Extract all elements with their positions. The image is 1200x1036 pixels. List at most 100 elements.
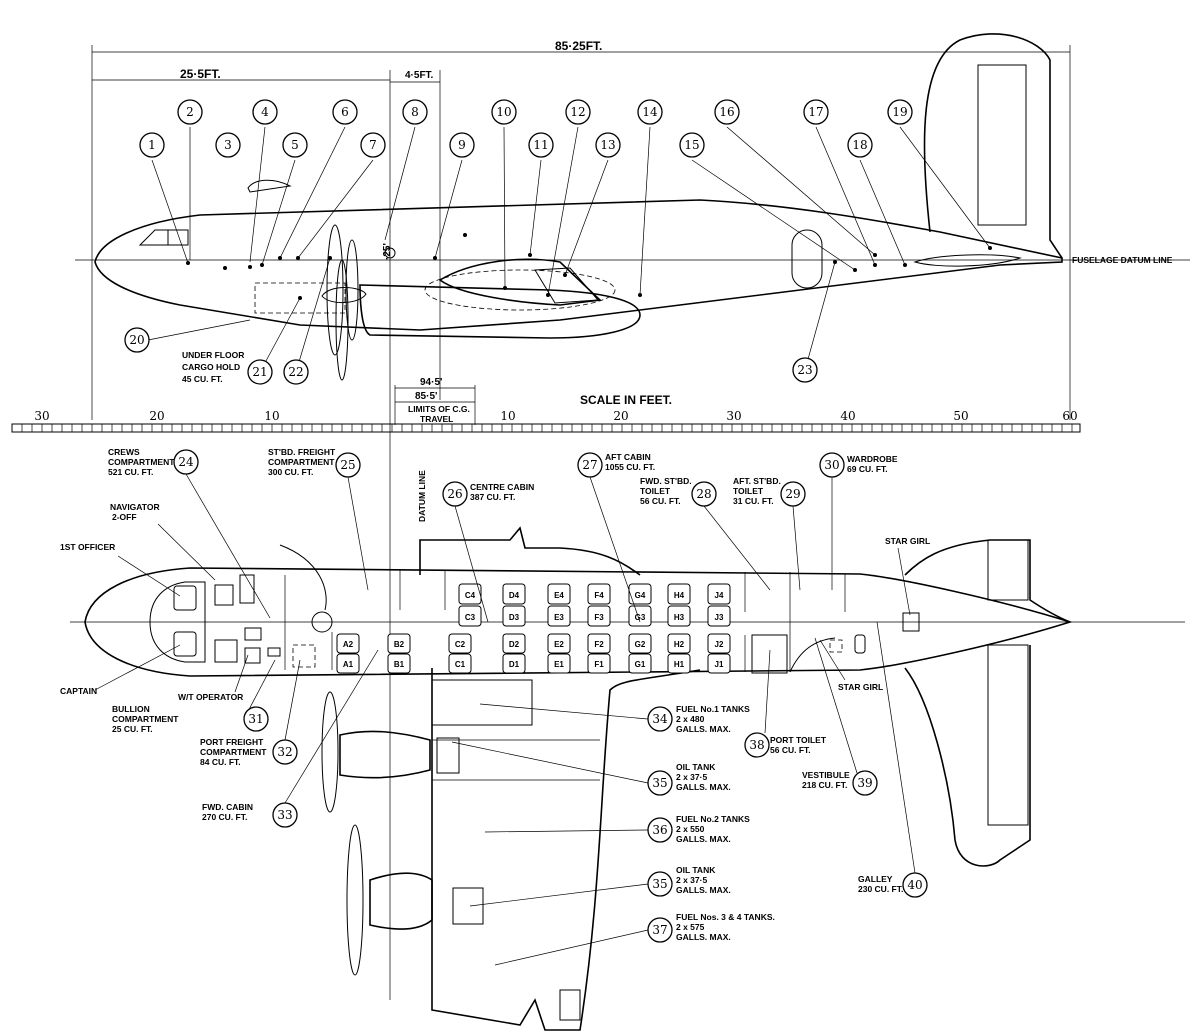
side-callout-20-number: 20 [129,333,144,347]
seat-label: D3 [509,613,520,622]
seat-label: D1 [509,660,520,669]
side-callout-19-number: 19 [892,105,907,119]
callout-number: 30 [824,458,839,472]
star-girl-label-2: STAR GIRL [838,682,883,692]
side-callout-13-number: 13 [600,138,615,152]
seat-label: H1 [674,660,685,669]
callout-number: 35 [652,877,667,891]
seat-a2: A2 [336,633,360,654]
first-officer-label: 1ST OFFICER [60,542,115,552]
seat-g2: G2 [628,633,652,654]
seat-label: F2 [594,640,604,649]
seat-h2: H2 [667,633,691,654]
callout-text-l1: FUEL Nos. 3 & 4 TANKS. [676,912,775,922]
captain-label: CAPTAIN [60,686,97,696]
callout-number: 25 [340,458,355,472]
callout-number: 40 [907,878,922,892]
callout-number: 38 [749,738,764,752]
side-callout-8: 8 [402,99,428,125]
seat-label: A2 [343,640,354,649]
scale-tick-label: 40 [840,409,855,423]
seat-c1: C1 [448,653,472,674]
side-callout-23-number: 23 [797,363,812,377]
seat-a1: A1 [336,653,360,674]
callout-text-l2: 2 x 37·5 [676,875,707,885]
seat-label: J3 [715,613,724,622]
side-callout-8-number: 8 [411,105,419,119]
callout-text-l1: OIL TANK [676,762,716,772]
seat-d4: D4 [502,583,526,605]
seat-label: H4 [674,591,685,600]
side-callout-13: 13 [595,132,621,158]
seat-label: J1 [715,660,724,669]
underfloor-label-1: UNDER FLOOR [182,350,244,360]
side-callout-11: 11 [528,132,554,158]
side-callout-7: 7 [360,132,386,158]
seat-j4: J4 [707,583,731,605]
crew-labels: 1ST OFFICER NAVIGATOR 2-OFF CAPTAIN W/T … [60,502,930,702]
vertical-dimension: ·25' [382,243,393,260]
seat-label: F3 [594,613,604,622]
callout-text-l1: FUEL No.2 TANKS [676,814,750,824]
navigator-label: NAVIGATOR [110,502,160,512]
scale-tick-label: 10 [264,409,279,423]
cg-limits-label: LIMITS OF C.G. [408,404,470,414]
callout-text-l3: 56 CU. FT. [640,496,681,506]
side-callout-4-number: 4 [261,105,269,119]
side-callout-15: 15 [679,132,705,158]
seat-h1: H1 [667,653,691,674]
scale-title: SCALE IN FEET. [580,393,672,407]
callout-text-l2: 218 CU. FT. [802,780,847,790]
callout-number: 28 [696,487,711,501]
callout-text-l3: GALLS. MAX. [676,885,731,895]
seat-c2: C2 [448,633,472,654]
callout-text-l3: 31 CU. FT. [733,496,774,506]
side-callout-23: 23 [792,357,818,383]
callout-text-l1: PORT TOILET [770,735,827,745]
seat-d1: D1 [502,653,526,674]
seat-c4: C4 [458,583,482,605]
seat-b1: B1 [387,653,411,674]
callout-number: 33 [277,808,292,822]
seat-label: J4 [715,591,724,600]
underfloor-label-3: 45 CU. FT. [182,374,223,384]
callout-text-l2: TOILET [640,486,671,496]
side-callout-16-number: 16 [719,105,734,119]
callout-text-l1: OIL TANK [676,865,716,875]
side-callout-5-number: 5 [291,138,299,152]
datum-line-label: DATUM LINE [417,470,427,522]
seat-h3: H3 [667,605,691,627]
side-callout-3: 3 [215,132,241,158]
cg-travel-label: TRAVEL [420,414,453,424]
callout-text-l1: AFT CABIN [605,452,651,462]
star-girl-label-1: STAR GIRL [885,536,930,546]
seat-j1: J1 [707,653,731,674]
callout-text-l2: 1055 CU. FT. [605,462,655,472]
seat-label: B1 [394,660,405,669]
side-callout-17-number: 17 [808,105,823,119]
callout-text-l2: 2 x 550 [676,824,705,834]
callout-text-l2: COMPARTMENT [108,457,175,467]
seat-f4: F4 [587,583,611,605]
side-callout-10: 10 [491,99,517,125]
callout-text-l2: COMPARTMENT [268,457,335,467]
callout-text-l1: WARDROBE [847,454,898,464]
callout-text-l2: COMPARTMENT [200,747,267,757]
side-callout-21-number: 21 [252,365,267,379]
seat-c3: C3 [458,605,482,627]
plan-view: DATUM LINE [70,470,1185,1031]
side-callout-3-number: 3 [224,138,232,152]
callout-number: 24 [178,455,194,469]
